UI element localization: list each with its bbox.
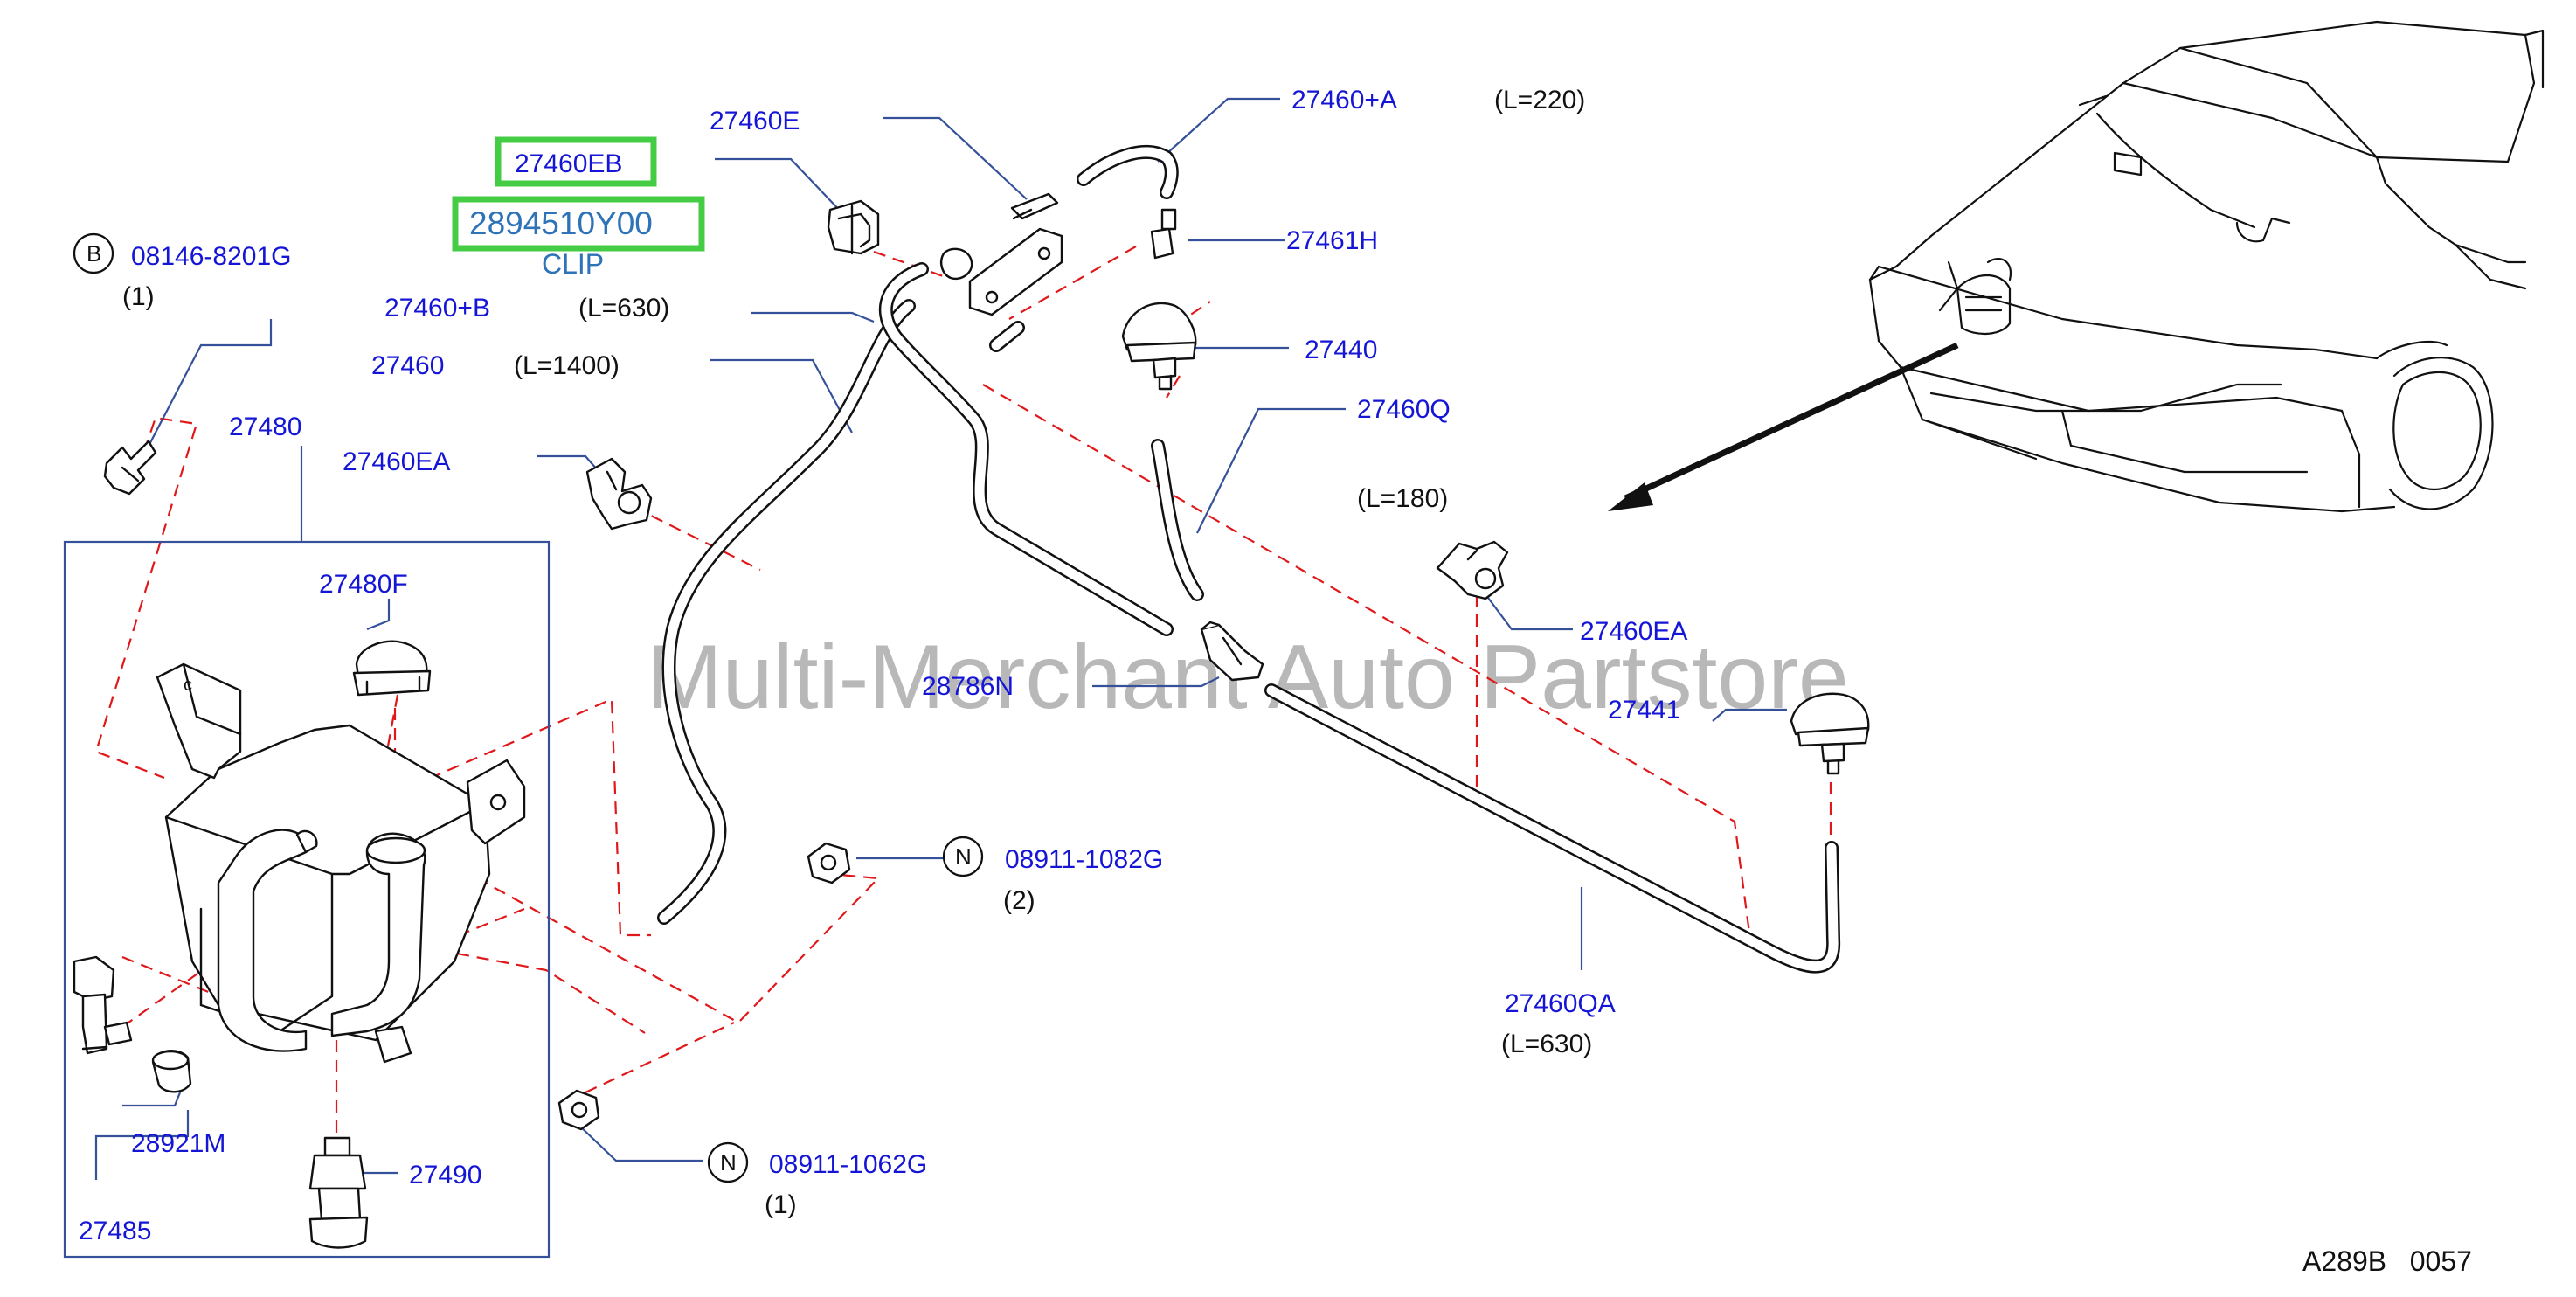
label-28921m[interactable]: 28921M — [131, 1129, 225, 1158]
bolt-08146 — [103, 440, 157, 496]
label-27480[interactable]: 27480 — [229, 413, 301, 441]
car-illustration — [1868, 20, 2545, 513]
joint-27461h — [1150, 208, 1177, 260]
label-27460ea-left[interactable]: 27460EA — [343, 447, 450, 476]
diagram-code: A289B 0057 — [2302, 1245, 2472, 1277]
qty-27460q: (L=180) — [1357, 484, 1448, 513]
label-27460[interactable]: 27460 — [371, 351, 444, 380]
label-27460q[interactable]: 27460Q — [1357, 395, 1451, 424]
highlight-2894510y00[interactable]: 2894510Y00 — [452, 196, 705, 252]
label-27460ea-right[interactable]: 27460EA — [1580, 617, 1687, 646]
hose-27460 — [657, 299, 916, 925]
hose-27460-b — [878, 262, 1174, 636]
symbol-n-circle-2 — [707, 1141, 749, 1183]
label-27460b[interactable]: 27460+B — [384, 294, 490, 323]
symbol-b-circle — [73, 232, 114, 274]
hose-27460-a — [1077, 145, 1179, 199]
nozzle-27441 — [1790, 692, 1870, 775]
nut-08911-1062g — [557, 1089, 600, 1131]
grommet-28921m — [151, 1050, 192, 1093]
pointer-arrow — [1608, 342, 1959, 511]
qty-08911-1062g: (1) — [765, 1190, 797, 1219]
symbol-n-circle-1 — [942, 836, 984, 877]
qty-08911-1082g: (2) — [1003, 886, 1035, 915]
label-28786n[interactable]: 28786N — [922, 672, 1014, 701]
sensor-27490 — [308, 1136, 369, 1249]
symbol-b: B — [87, 240, 101, 267]
label-27441[interactable]: 27441 — [1608, 696, 1680, 725]
label-27485[interactable]: 27485 — [79, 1217, 151, 1245]
qty-27460b: (L=630) — [578, 294, 669, 323]
symbol-n-1: N — [955, 843, 972, 870]
hose-27460-q — [1151, 439, 1204, 601]
label-08911-1062g[interactable]: 08911-1062G — [769, 1150, 927, 1179]
nozzle-27440 — [1121, 302, 1197, 391]
highlight-27460eb[interactable]: 27460EB — [495, 136, 657, 187]
label-27460qa[interactable]: 27460QA — [1505, 989, 1616, 1018]
label-27440[interactable]: 27440 — [1305, 336, 1377, 364]
bracket-clip — [940, 192, 1063, 316]
qty-27460a: (L=220) — [1494, 86, 1585, 114]
label-08911-1082g[interactable]: 08911-1082G — [1005, 845, 1163, 874]
clip-27460ea-left — [585, 457, 653, 531]
replacement-number-2894510y00: 2894510Y00 — [469, 205, 653, 241]
label-27461h[interactable]: 27461H — [1286, 226, 1378, 255]
connector-28786n — [1200, 621, 1264, 682]
label-08146-8201g[interactable]: 08146-8201G — [131, 242, 292, 271]
qty-27460qa: (L=630) — [1501, 1030, 1592, 1058]
tank-27480: c — [156, 662, 526, 1064]
part-number-27460eb: 27460EB — [515, 149, 622, 178]
cap-27480f — [352, 640, 432, 697]
clip-27460ea-right — [1436, 540, 1509, 600]
hose-27460-qa — [1264, 683, 1841, 974]
clip-description: CLIP — [542, 248, 604, 280]
label-27460a[interactable]: 27460+A — [1291, 86, 1397, 114]
qty-08146-8201g: (1) — [122, 282, 155, 311]
tank-letter-c: c — [184, 676, 192, 695]
qty-27460: (L=1400) — [514, 351, 620, 380]
hose-stub — [989, 321, 1025, 352]
symbol-n-2: N — [720, 1149, 737, 1176]
tank-assembly-box — [63, 540, 551, 1259]
pump-27485 — [73, 955, 133, 1055]
label-27490[interactable]: 27490 — [409, 1161, 481, 1189]
nut-08911-1082g — [807, 842, 851, 884]
label-27480f[interactable]: 27480F — [319, 570, 408, 599]
clip-27460e — [827, 199, 880, 255]
label-27460e[interactable]: 27460E — [710, 107, 800, 135]
